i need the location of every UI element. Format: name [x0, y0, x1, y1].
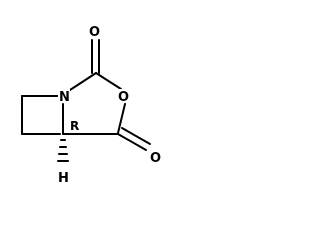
bond-o-ring-c3	[117, 103, 126, 134]
atom-labels: N O O O H R	[58, 25, 161, 186]
bonds	[21, 39, 151, 151]
bond-c3-o-right-a	[117, 133, 147, 151]
bond-n-c1	[69, 72, 97, 91]
bond-c3-o-right-b	[121, 127, 151, 145]
carbonyl-oxygen-top-label: O	[89, 25, 100, 40]
stereo-hashed-wedge	[57, 139, 69, 162]
carbonyl-oxygen-right-label: O	[150, 151, 161, 166]
nitrogen-label: N	[59, 90, 70, 105]
ring-oxygen-label: O	[118, 90, 129, 105]
bond-c1-o-ring	[95, 72, 122, 90]
structure-canvas: N O O O H R	[21, 25, 161, 186]
hydrogen-label: H	[58, 171, 69, 186]
stereo-descriptor-label: R	[70, 119, 79, 133]
molecule-drawing: N O O O H R	[21, 25, 161, 186]
